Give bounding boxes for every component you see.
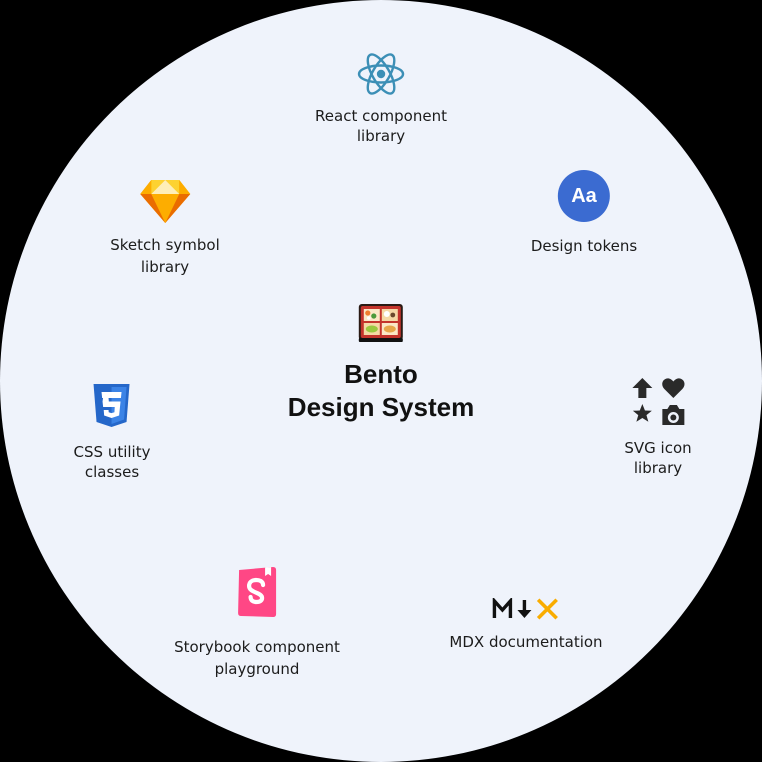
node-storybook: Storybook component playground bbox=[174, 566, 340, 680]
sketch-label: Sketch symbol library bbox=[110, 236, 220, 276]
node-sketch: Sketch symbol library bbox=[110, 178, 220, 278]
aa-badge-icon: Aa bbox=[557, 170, 610, 222]
arrow-up-icon bbox=[632, 378, 652, 398]
sketch-diamond-icon bbox=[139, 178, 191, 224]
node-css: CSS utility classes bbox=[73, 382, 151, 482]
storybook-label: Storybook component playground bbox=[174, 638, 340, 678]
css3-icon bbox=[92, 382, 132, 428]
bento-box-icon bbox=[357, 300, 405, 344]
icon-grid-icon bbox=[631, 376, 685, 428]
node-react: React component library bbox=[315, 52, 447, 146]
camera-icon bbox=[662, 405, 684, 425]
heart-icon bbox=[661, 378, 685, 398]
mdx-label: MDX documentation bbox=[449, 633, 603, 651]
mdx-icon bbox=[492, 598, 560, 620]
star-icon bbox=[632, 404, 652, 422]
react-icon bbox=[357, 52, 405, 96]
node-svg: SVG icon library bbox=[624, 376, 692, 478]
node-tokens: Aa Design tokens bbox=[531, 170, 637, 256]
svg-label: SVG icon library bbox=[624, 439, 692, 477]
tokens-label: Design tokens bbox=[530, 237, 638, 255]
node-mdx: MDX documentation bbox=[449, 598, 603, 652]
aa-badge-text: Aa bbox=[571, 184, 597, 207]
center-title: Bento Design System bbox=[287, 359, 475, 422]
css-label: CSS utility classes bbox=[73, 443, 151, 481]
center-hub: Bento Design System bbox=[288, 300, 474, 424]
storybook-icon bbox=[235, 566, 279, 618]
react-label: React component library bbox=[315, 107, 447, 145]
